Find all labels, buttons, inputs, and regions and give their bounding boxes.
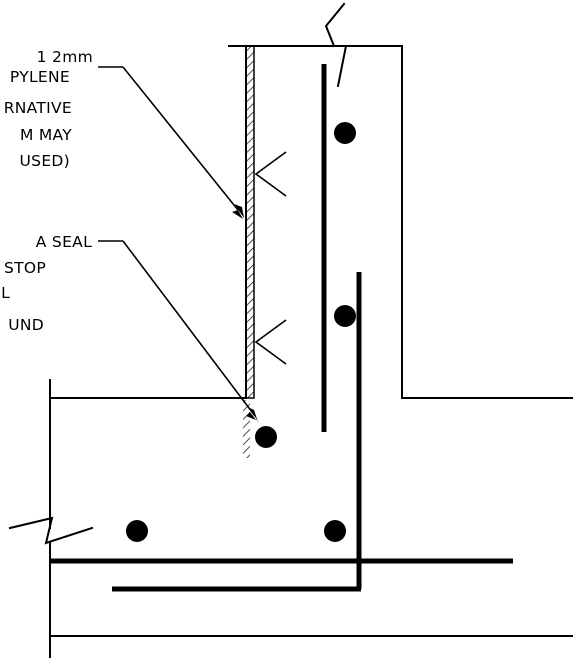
note-top-line: PYLENE [10,68,70,86]
waterproofing-membrane [245,45,255,399]
waterstop-hatch [243,400,250,458]
note-top-line: 1 2mm [37,48,93,66]
note-bottom-line: A SEAL [36,233,92,251]
rebar-dot [334,305,356,327]
note-top: 1 2mm PYLENE RNATIVE M MAY USED) [4,48,93,170]
leader-lines [98,66,258,422]
note-bottom-line: UND [8,316,44,334]
reinforcement [50,64,513,592]
note-bottom-line: STOP [4,259,46,277]
note-bottom: A SEAL STOP L UND [1,233,92,334]
rebar-dots [126,122,356,542]
note-top-line: USED) [20,152,70,170]
rebar-dot [126,520,148,542]
rebar-dot [324,520,346,542]
rebar-dot [334,122,356,144]
rebar-dot [255,426,277,448]
note-top-line: RNATIVE [4,99,72,117]
note-top-line: M MAY [20,126,72,144]
note-bottom-line: L [1,284,10,302]
pressure-chevron-lower [254,319,287,365]
pressure-chevron-upper [254,151,287,197]
